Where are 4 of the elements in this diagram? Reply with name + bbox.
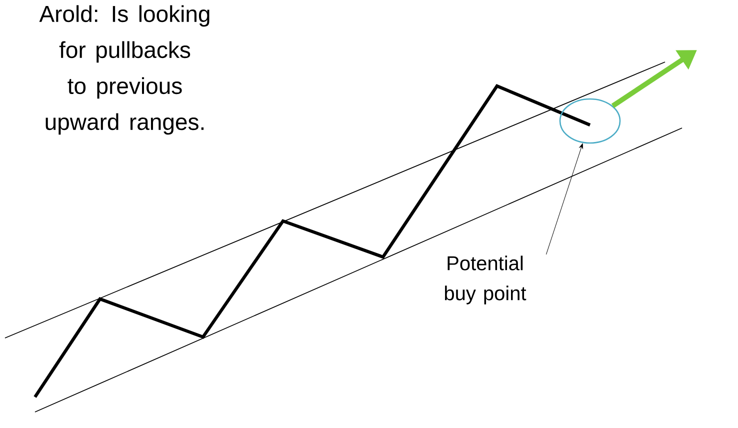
leader-line (546, 143, 584, 255)
highlight-circle (559, 98, 621, 144)
note-text: Arold: Is looking for pullbacks to previous upward ranges. (39, 5, 210, 135)
callout-text: Potential buy point (444, 256, 526, 304)
